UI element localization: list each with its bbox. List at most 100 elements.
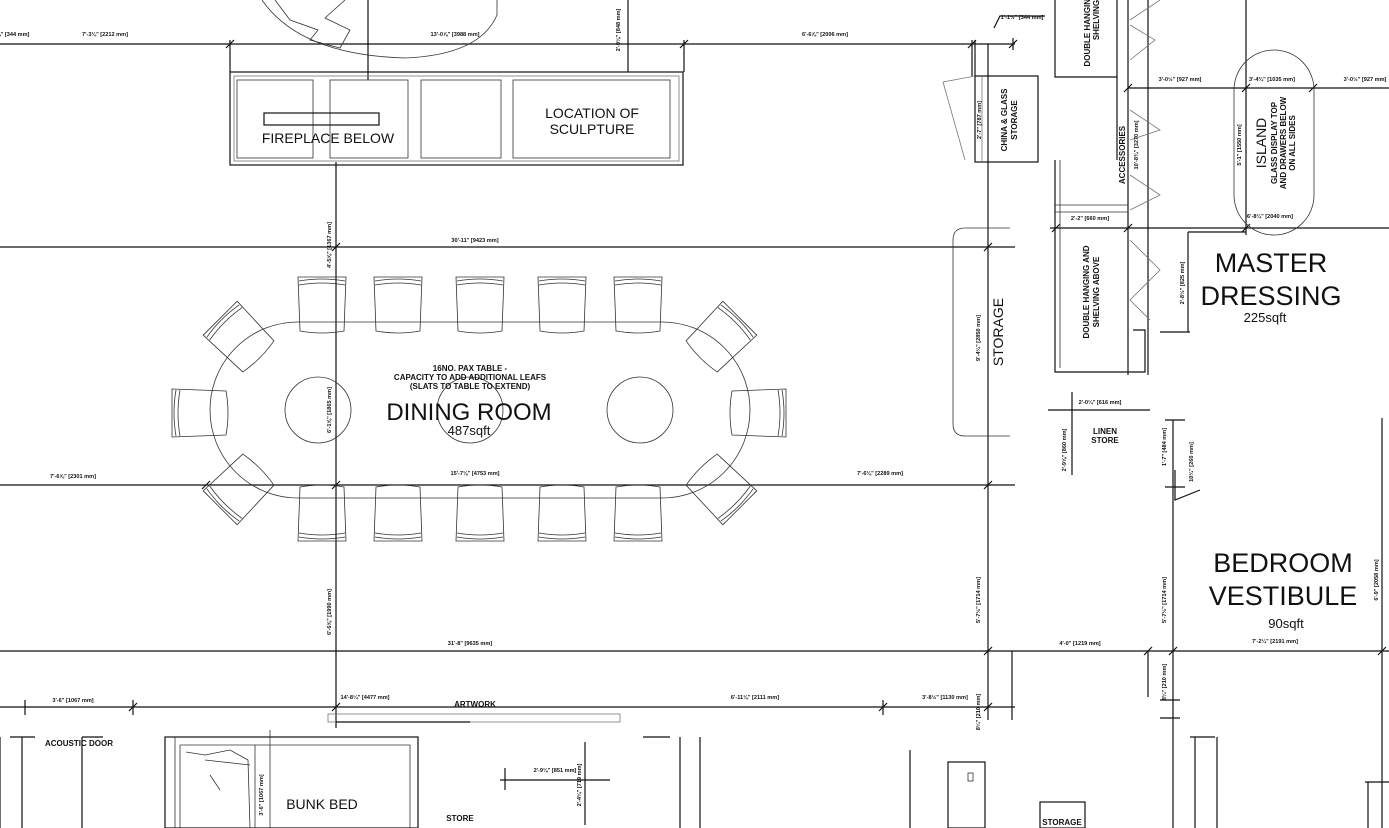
dining-table xyxy=(209,321,751,499)
dimension-label: 6'-11⅛" [2111 mm] xyxy=(731,695,779,701)
sculpture-label-2: SCULPTURE xyxy=(550,121,635,137)
dimension-label: 5'-1" [1550 mm] xyxy=(1237,124,1243,165)
table-note-2: CAPACITY TO ADD ADDITIONAL LEAFS xyxy=(394,373,547,382)
dining-chairs xyxy=(171,276,787,542)
dimension-label: 3'-8½" [1130 mm] xyxy=(922,694,968,701)
accessories-label: ACCESSORIES xyxy=(1118,125,1127,184)
double-hanging-bottom-2: SHELVING ABOVE xyxy=(1092,256,1101,327)
table-note-1: 16NO. PAX TABLE - xyxy=(433,364,508,373)
dimension-label: 4'-0" [1219 mm] xyxy=(1059,641,1100,647)
dimension-label: 4'-5⅝" [1367 mm] xyxy=(327,222,333,268)
dimension-label: 2'-0¼" [616 mm] xyxy=(1079,399,1122,406)
closets xyxy=(1054,0,1161,375)
dimension-label: 3'-0½" [927 mm] xyxy=(1344,76,1387,83)
dimension-label: 6'-6⅝" [1990 mm] xyxy=(327,589,333,635)
dimension-labels: 1'-1⅝" [344 mm] 7'-3⅛" [2212 mm] 13'-0⅞" [… xyxy=(0,8,1387,815)
dimension-label: 7'-6⅛" [2289 mm] xyxy=(857,471,903,477)
dimension-label: 2'-9⅝" [860 mm] xyxy=(1062,428,1068,471)
dimension-label: 2'-4¼" [719 mm] xyxy=(576,763,583,806)
dimension-label: 6'-8¼" [2040 mm] xyxy=(1247,213,1293,220)
island xyxy=(1233,49,1315,236)
bedroom-vestibule-title-1: BEDROOM xyxy=(1213,548,1353,578)
bedroom-vestibule-area: 90sqft xyxy=(1268,616,1304,631)
dimension-label: 3'-6" [1067 mm] xyxy=(52,698,93,704)
chair xyxy=(202,300,275,373)
dimension-label: 9'-4¼" [2850 mm] xyxy=(975,315,982,361)
chair xyxy=(685,300,758,373)
dimension-label: 6'-1⅝" [1865 mm] xyxy=(327,387,333,433)
dimension-label: 7'-2¼" [2191 mm] xyxy=(1252,638,1298,645)
chair xyxy=(685,453,758,526)
fireplace-icon xyxy=(263,112,380,126)
dimension-label: 1'-1½" [344 mm] xyxy=(1001,14,1044,21)
acoustic-door-label: ACOUSTIC DOOR xyxy=(45,739,113,748)
chair xyxy=(171,388,229,438)
dimension-label: 7'-3⅛" [2212 mm] xyxy=(82,32,128,38)
dimension-label: 13'-0⅞" [3988 mm] xyxy=(430,32,479,38)
dimension-label: 2'-9⅛" [848 mm] xyxy=(616,8,622,51)
chair xyxy=(373,484,423,542)
dimension-label: 2'-8½" [825 mm] xyxy=(1179,261,1186,304)
chair xyxy=(455,276,505,334)
dimension-label: 30'-11" [9423 mm] xyxy=(451,238,498,244)
island-note-1: GLASS DISPLAY TOP xyxy=(1270,101,1279,184)
fireplace-label: FIREPLACE BELOW xyxy=(262,130,395,146)
bedroom-vestibule-title-2: VESTIBULE xyxy=(1209,581,1358,611)
chair xyxy=(613,276,663,334)
chair xyxy=(202,453,275,526)
master-dressing-area: 225sqft xyxy=(1244,310,1287,325)
fireplace-cabinet xyxy=(229,0,684,166)
master-dressing-title-2: DRESSING xyxy=(1200,281,1341,311)
dimension-label: 14'-8¼" [4477 mm] xyxy=(340,694,389,701)
island-note-2: AND DRAWERS BELOW xyxy=(1279,96,1288,189)
linen-store-2: STORE xyxy=(1091,436,1119,445)
island-note-3: ON ALL SIDES xyxy=(1288,115,1297,171)
dimension-label: 2'-9⅛" [851 mm] xyxy=(534,768,577,774)
chair xyxy=(613,484,663,542)
storage-cabinet xyxy=(942,75,1039,437)
chair xyxy=(297,276,347,334)
linen-store-1: LINEN xyxy=(1093,427,1117,436)
dimension-label: 31'-8" [9635 mm] xyxy=(448,641,493,647)
bunk-bed-label: BUNK BED xyxy=(286,796,358,812)
table-note-3: (SLATS TO TABLE TO EXTEND) xyxy=(410,382,531,391)
dimension-label: 5'-7½" [1714 mm] xyxy=(975,577,982,623)
chair xyxy=(297,484,347,542)
dimension-label: 2'-2" [660 mm] xyxy=(1071,216,1109,222)
island-label: ISLAND xyxy=(1253,118,1269,169)
dimension-label: 10'-8¾" [3270 mm] xyxy=(1133,120,1140,169)
dining-room-area: 487sqft xyxy=(448,423,491,438)
double-hanging-bottom-1: DOUBLE HANGING AND xyxy=(1082,245,1091,338)
dimension-label: 8¼" [210 mm] xyxy=(1161,664,1168,701)
dimension-label: 6'-6⅞" [2006 mm] xyxy=(802,32,848,38)
dimension-label: 2'-7" [787 mm] xyxy=(977,101,983,139)
china-label-2: STORAGE xyxy=(1010,100,1019,140)
dimension-label: 3'-6" [1067 mm] xyxy=(259,774,265,815)
dimension-label: 7'-6⅝" [2301 mm] xyxy=(50,474,96,480)
dimension-label: 1'-1⅝" [344 mm] xyxy=(0,32,30,38)
sculpture-label-1: LOCATION OF xyxy=(545,105,639,121)
dimension-label: 5'-7½" [1714 mm] xyxy=(1161,577,1168,623)
dimension-label: 15'-7⅛" [4753 mm] xyxy=(450,471,499,477)
double-hanging-top-2: SHELVING xyxy=(1092,0,1101,40)
dimension-label: 8¼" [210 mm] xyxy=(975,694,982,731)
dimension-label: 10¼" [260 mm] xyxy=(1188,442,1195,482)
artwork-panel xyxy=(327,713,621,723)
dimension-label: 6'-9" [2058 mm] xyxy=(1374,559,1380,600)
storage-label: STORAGE xyxy=(990,298,1006,366)
lower-rooms xyxy=(0,713,1389,828)
chair xyxy=(455,484,505,542)
chair xyxy=(537,276,587,334)
double-hanging-top-1: DOUBLE HANGING AND xyxy=(1083,0,1092,67)
dining-room-title: DINING ROOM xyxy=(386,399,551,426)
china-label-1: CHINA & GLASS xyxy=(1000,88,1009,151)
master-dressing-title-1: MASTER xyxy=(1215,248,1328,278)
dimension-label: 3'-0½" [927 mm] xyxy=(1159,76,1202,83)
store-label: STORE xyxy=(446,814,474,823)
chair xyxy=(373,276,423,334)
chair xyxy=(729,388,787,438)
dimension-label: 1'-7" [484 mm] xyxy=(1162,428,1168,466)
dimension-label: 3'-4¾" [1035 mm] xyxy=(1249,76,1295,83)
